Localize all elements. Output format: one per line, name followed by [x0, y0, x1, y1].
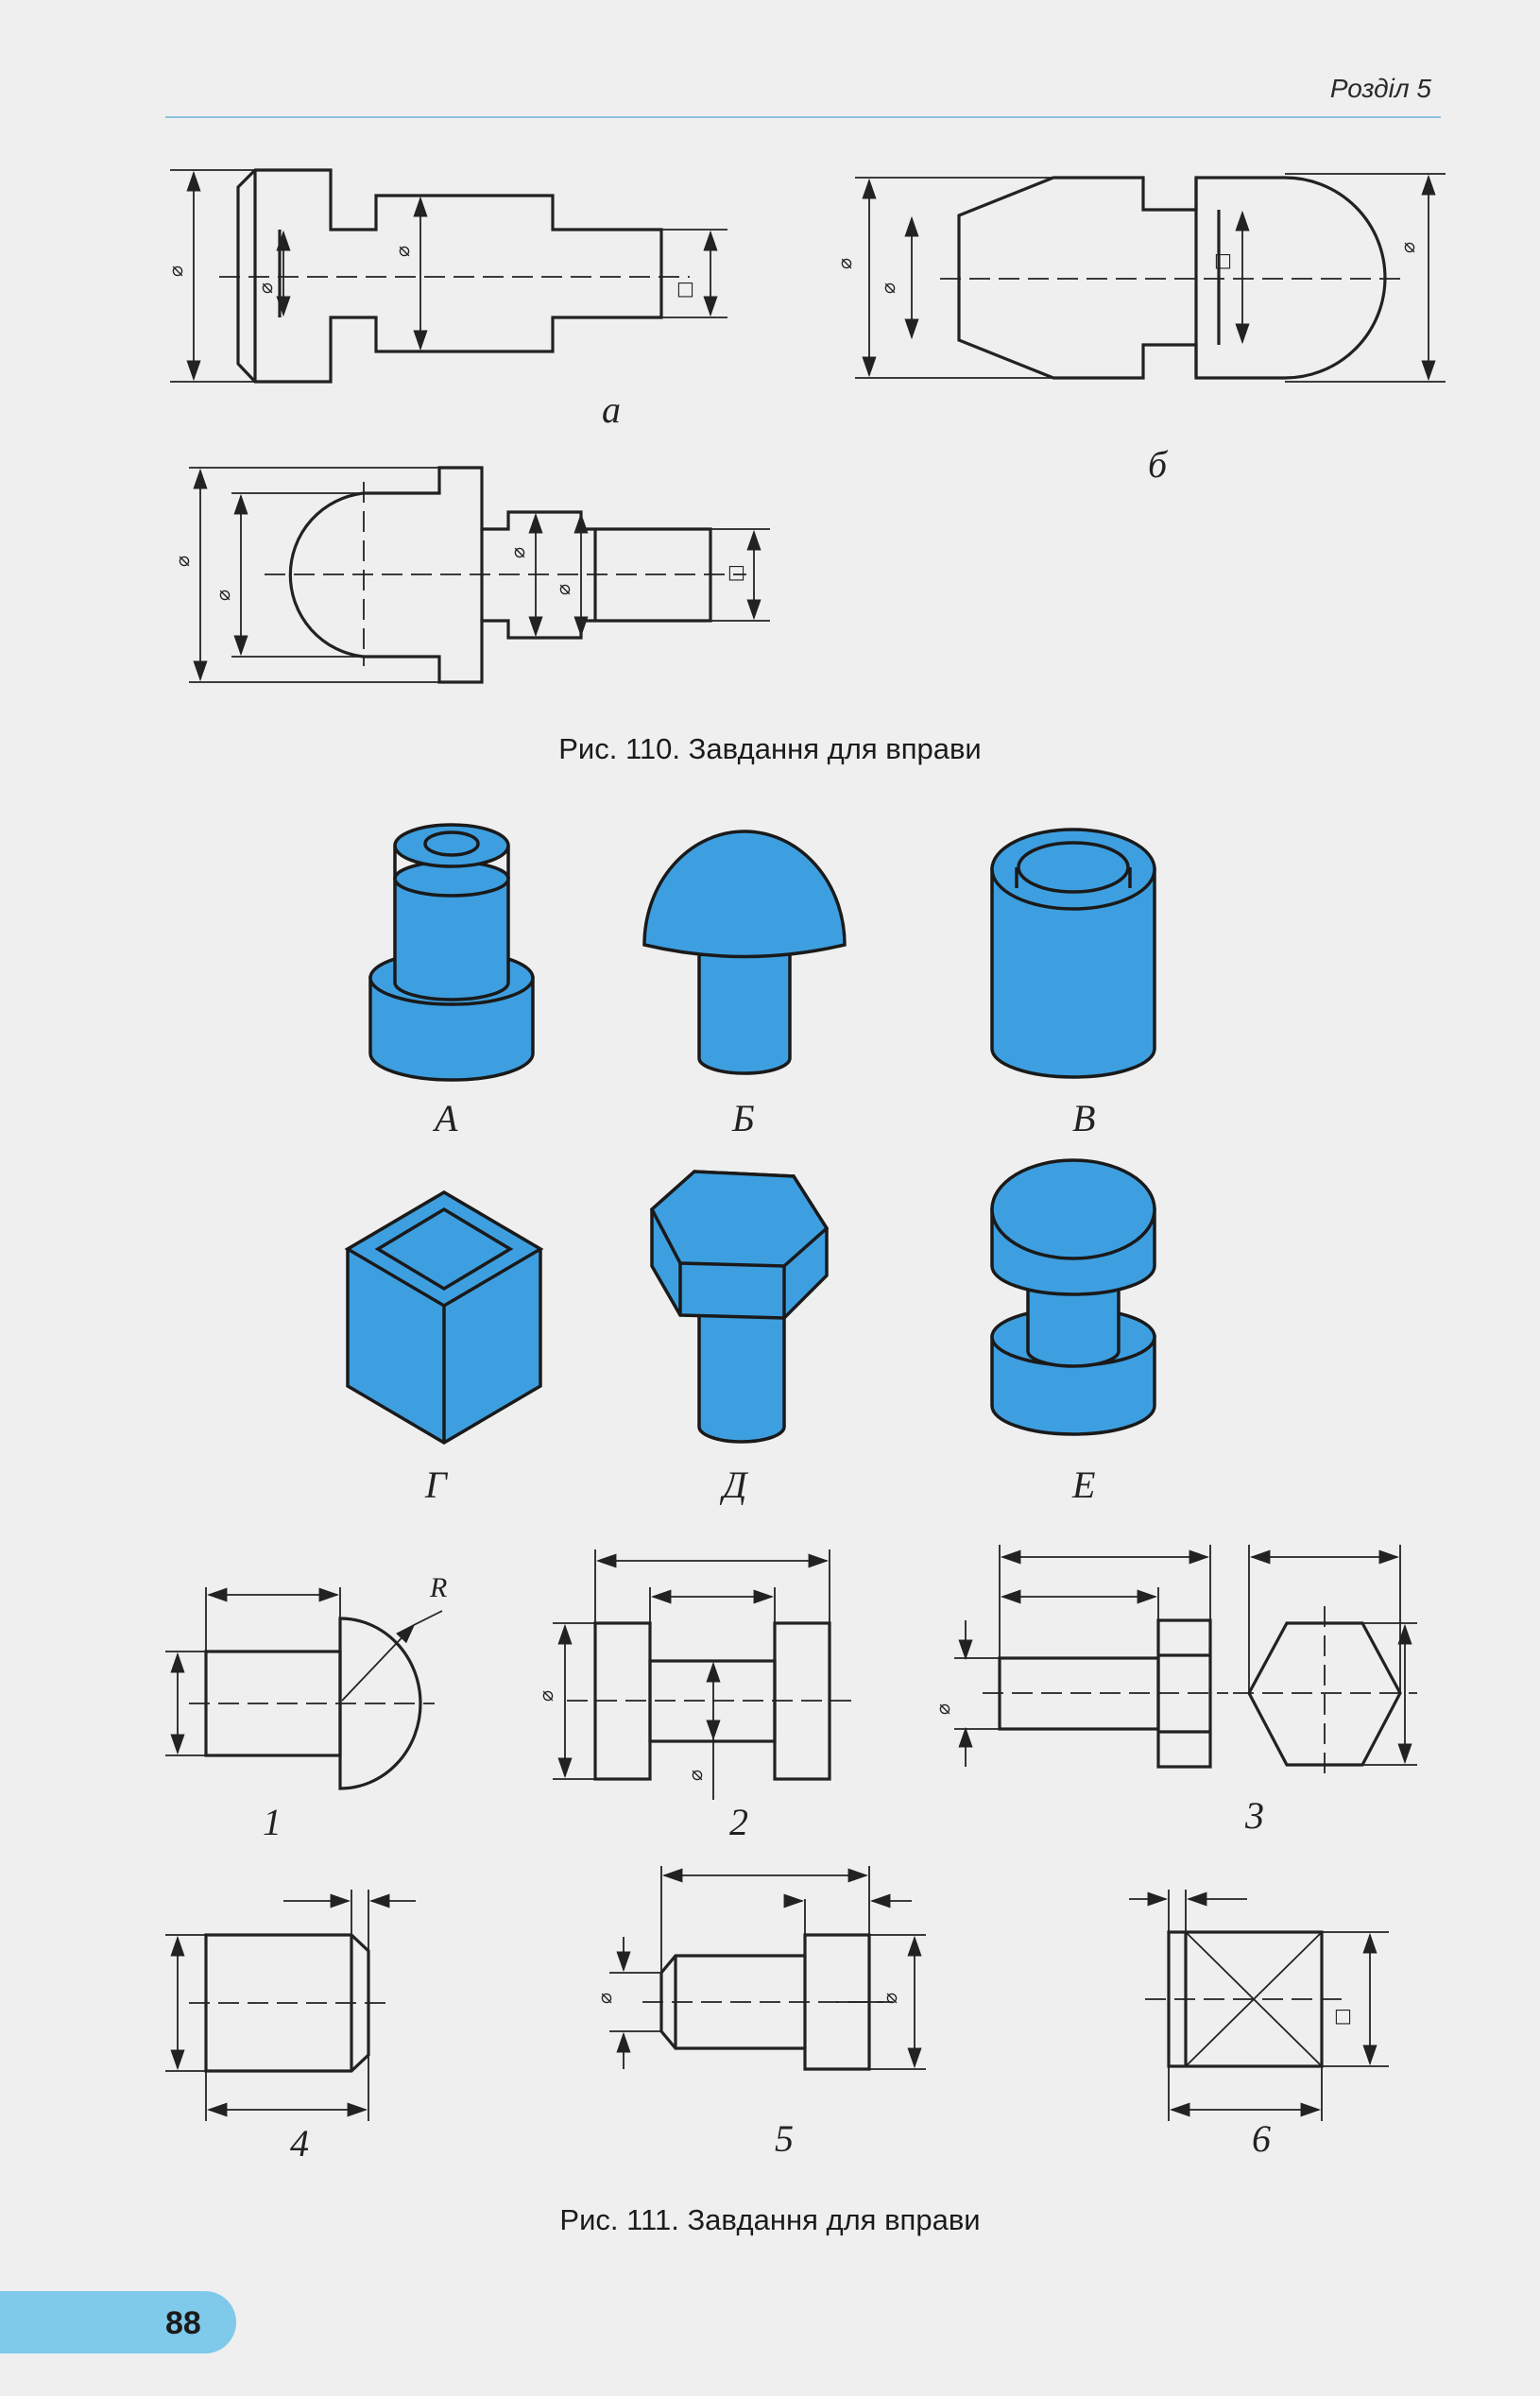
radius-label: R — [429, 1572, 447, 1603]
square-symbol: □ — [727, 560, 745, 583]
diameter-symbol: ⌀ — [833, 258, 856, 269]
fig110-label-b: б — [1148, 443, 1168, 486]
square-symbol: □ — [676, 277, 694, 300]
drawing-label-1: 1 — [263, 1801, 282, 1843]
fig111-drawing-6: □ — [1129, 1890, 1389, 2121]
fig111-drawing-2: ⌀ ⌀ — [535, 1549, 855, 1800]
diameter-symbol: ⌀ — [1396, 242, 1419, 253]
fig111-caption: Рис. 111. Завдання для вправи — [559, 2203, 981, 2236]
diameter-symbol: ⌀ — [171, 556, 194, 567]
fig111-drawing-5: ⌀ ⌀ — [593, 1866, 926, 2071]
solid-v — [990, 828, 1156, 1079]
drawing-label-4: 4 — [290, 2122, 309, 2165]
diameter-symbol: ⌀ — [879, 1993, 901, 2004]
page-number-tab — [0, 2291, 236, 2353]
header-rule — [165, 116, 1441, 118]
drawing-label-3: 3 — [1245, 1794, 1264, 1837]
drawing-label-5: 5 — [775, 2117, 794, 2160]
section-label: Розділ 5 — [1329, 74, 1431, 103]
diameter-symbol: ⌀ — [684, 1770, 707, 1781]
fig111-drawing-4 — [165, 1890, 416, 2121]
solid-label-v: В — [1072, 1097, 1096, 1139]
fig111-drawing-1: R — [165, 1572, 447, 1790]
fig110-label-a: а — [602, 388, 621, 431]
square-symbol: □ — [1214, 248, 1232, 271]
diameter-symbol: ⌀ — [552, 584, 574, 595]
solid-b — [642, 830, 847, 1075]
solid-g — [344, 1189, 544, 1446]
diameter-symbol: ⌀ — [932, 1703, 954, 1715]
square-symbol: □ — [1334, 2004, 1352, 2027]
diameter-symbol: ⌀ — [391, 246, 414, 257]
solid-label-e: Е — [1072, 1463, 1096, 1506]
solid-d — [649, 1170, 830, 1444]
diameter-symbol: ⌀ — [212, 590, 234, 601]
solid-e — [990, 1158, 1156, 1436]
diameter-symbol: ⌀ — [254, 282, 277, 294]
drawing-label-6: 6 — [1252, 2117, 1271, 2160]
solid-label-d: Д — [723, 1463, 747, 1506]
diameter-symbol: ⌀ — [506, 547, 529, 558]
page-number: 88 — [165, 2305, 201, 2341]
diameter-symbol: ⌀ — [164, 265, 187, 277]
solid-a — [368, 823, 535, 1082]
fig111-drawing-3: ⌀ — [932, 1545, 1417, 1781]
solid-label-b: Б — [732, 1097, 755, 1139]
fig110-drawing-b: ⌀ ⌀ □ ⌀ — [833, 173, 1446, 383]
fig110-drawing-c: ⌀ ⌀ ⌀ ⌀ □ — [171, 466, 770, 684]
fig110-caption: Рис. 110. Завдання для вправи — [558, 732, 982, 765]
diameter-symbol: ⌀ — [535, 1690, 557, 1702]
solid-label-a: А — [435, 1097, 458, 1139]
diameter-symbol: ⌀ — [593, 1993, 616, 2004]
solid-label-g: Г — [425, 1463, 447, 1506]
fig110-drawing-a: ⌀ ⌀ ⌀ □ — [164, 168, 727, 384]
diameter-symbol: ⌀ — [877, 282, 899, 294]
drawing-label-2: 2 — [729, 1801, 748, 1843]
